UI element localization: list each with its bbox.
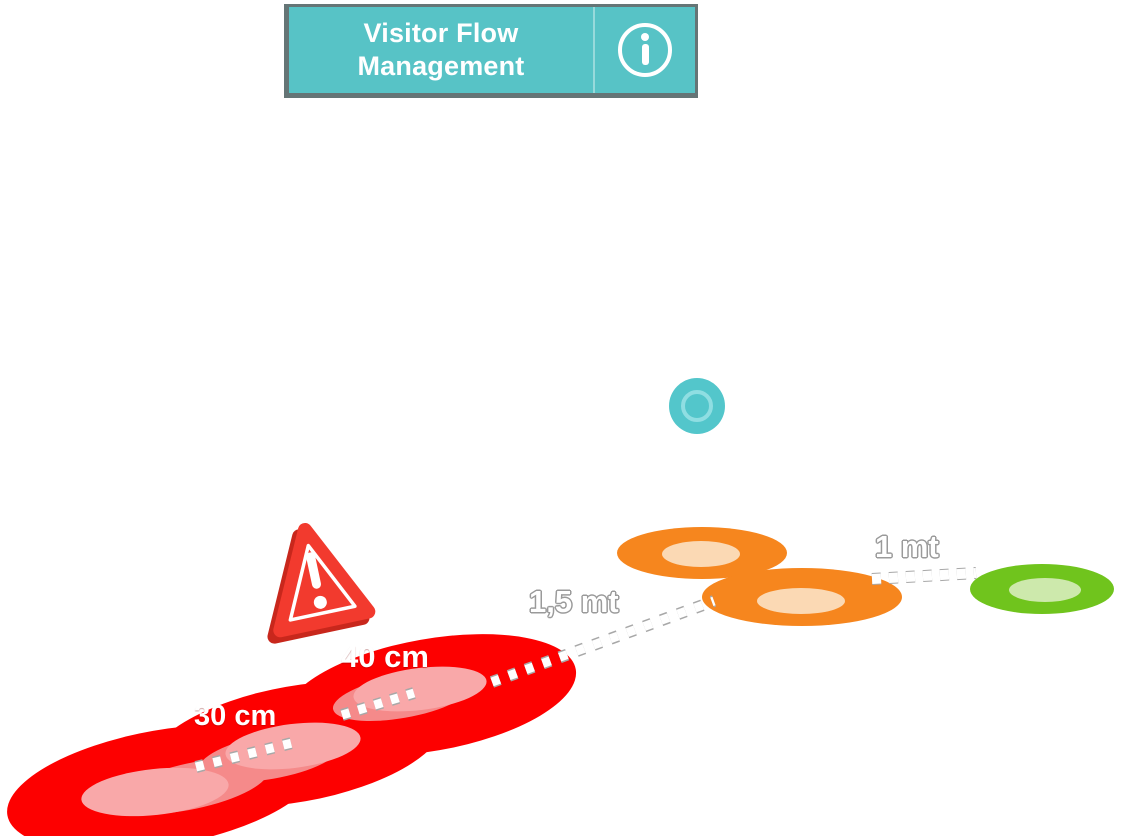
distance-label-30cm: 30 cm bbox=[194, 700, 277, 732]
visitor-flow-header: Visitor Flow Management bbox=[284, 4, 698, 98]
info-icon-stem bbox=[641, 44, 649, 65]
orange-zone-inner-1 bbox=[662, 541, 740, 567]
distance-label-1-5mt: 1,5 mt bbox=[529, 584, 619, 619]
distance-line-1mt bbox=[871, 567, 977, 585]
warning-exclamation-stem bbox=[306, 552, 321, 589]
distance-label-40cm: 40 cm bbox=[341, 639, 429, 674]
info-icon bbox=[641, 33, 649, 41]
red-zone-cluster bbox=[7, 634, 577, 836]
page-title: Visitor Flow Management bbox=[289, 7, 593, 93]
warning-exclamation-dot bbox=[313, 595, 327, 609]
red-zone-inner-3 bbox=[353, 666, 487, 712]
orange-zone-inner-2 bbox=[757, 588, 845, 614]
green-zone bbox=[970, 564, 1114, 614]
warning-triangle-outline bbox=[288, 543, 357, 622]
green-zone-inner bbox=[1009, 578, 1081, 602]
visitor-marker-icon bbox=[669, 378, 725, 434]
red-zone-inner-1 bbox=[81, 767, 229, 817]
header-icon-section bbox=[593, 7, 695, 93]
distance-line-1-5mt bbox=[489, 595, 717, 688]
distance-line-40cm bbox=[340, 687, 416, 721]
warning-icon bbox=[267, 522, 376, 644]
page-title-line1: Visitor Flow bbox=[363, 18, 519, 49]
distance-label-1mt: 1 mt bbox=[875, 529, 939, 564]
info-button[interactable] bbox=[618, 23, 672, 77]
orange-zone-cluster bbox=[617, 527, 902, 626]
page-title-line2: Management bbox=[357, 51, 525, 81]
red-zone-inner-2 bbox=[225, 722, 361, 770]
warning-triangle-body bbox=[273, 522, 376, 638]
